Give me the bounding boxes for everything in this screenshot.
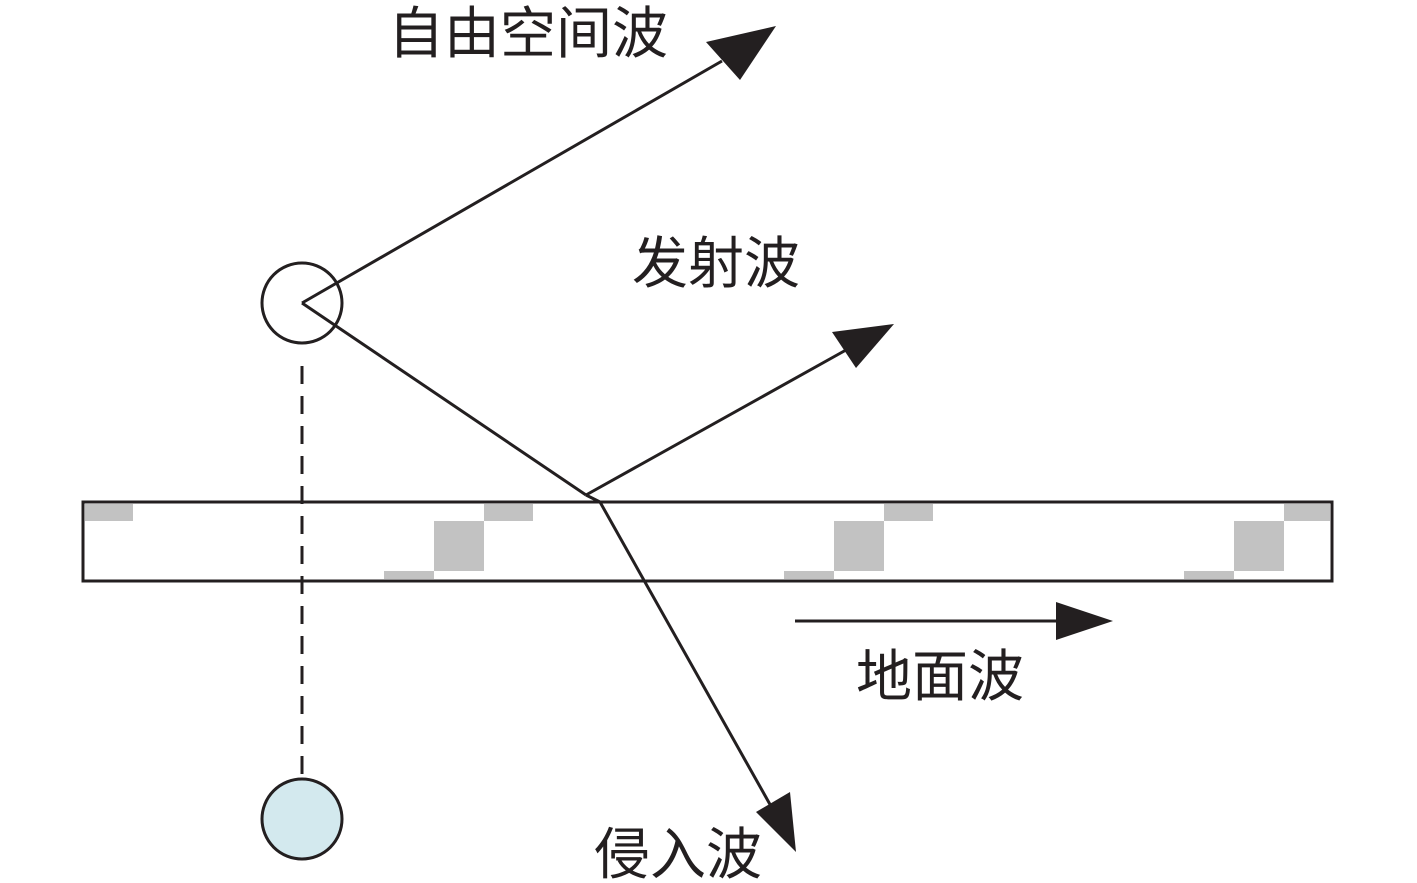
pattern-block (1234, 521, 1284, 571)
reflected-wave-ray (585, 348, 847, 497)
incident-ray (301, 301, 587, 497)
intrusion-wave-arrowhead (756, 792, 796, 852)
reflected-wave-arrowhead (832, 324, 894, 368)
pattern-block (384, 571, 434, 579)
pattern-block (484, 504, 533, 521)
intrusion-wave-label: 侵入波 (594, 823, 762, 883)
intrusion-wave-ray (598, 501, 774, 809)
pattern-block (1184, 571, 1234, 579)
ground-layer (81, 500, 1334, 583)
ground-wave-label: 地面波 (856, 645, 1024, 710)
pattern-block (784, 571, 834, 579)
pattern-block (1284, 504, 1330, 521)
ground-layer-outline (81, 500, 1334, 583)
free-space-wave-ray (301, 59, 723, 305)
pattern-block (834, 521, 884, 571)
intrusion-wave-ray-segment (585, 493, 601, 504)
reflected-wave-label: 发射波 (632, 232, 800, 297)
pattern-block (85, 504, 133, 521)
ground-layer-pattern (85, 504, 1330, 579)
ground-wave-arrowhead (1056, 602, 1113, 640)
pattern-block (434, 521, 484, 571)
free-space-wave-label: 自由空间波 (388, 2, 668, 67)
pattern-block (884, 504, 933, 521)
receiver-circle (260, 777, 344, 861)
free-space-wave-arrowhead (706, 26, 776, 80)
